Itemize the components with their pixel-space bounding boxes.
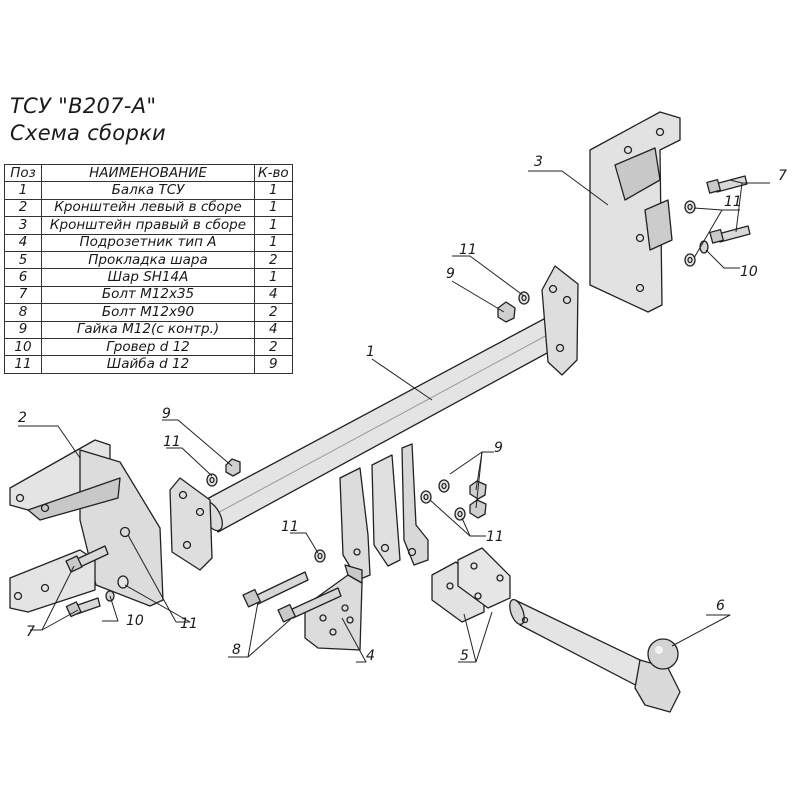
row-qty: 9 [254, 355, 293, 374]
callout-6: 6 [716, 598, 725, 614]
row-name: Шар SH14A [41, 268, 255, 287]
callout-9-left: 9 [162, 406, 171, 422]
drawing-title: ТСУ "В207-А" [10, 94, 157, 118]
row-qty: 2 [254, 250, 293, 270]
header-name: НАИМЕНОВАНИЕ [41, 163, 255, 183]
row-pos: 11 [4, 355, 42, 374]
callout-labels: 1 2 3 4 5 6 7 7 8 9 9 9 10 10 11 11 11 1… [18, 154, 787, 664]
header-pos: Поз [4, 163, 42, 183]
row-name: Болт М12х90 [41, 303, 255, 322]
callout-5: 5 [460, 648, 469, 664]
row-name: Кронштейн левый в сборе [41, 198, 255, 218]
row-name: Шайба d 12 [41, 355, 255, 374]
callout-10-right: 10 [740, 264, 758, 280]
row-name: Прокладка шара [41, 250, 255, 270]
callout-1: 1 [366, 344, 375, 360]
callout-11-right: 11 [486, 529, 504, 545]
callout-4: 4 [366, 648, 375, 664]
callout-8: 8 [232, 642, 241, 658]
callout-10-left: 10 [126, 613, 144, 629]
callout-7-right: 7 [778, 168, 787, 184]
part-ball-spacers [431, 547, 511, 623]
callout-3: 3 [534, 154, 543, 170]
parts-table-header: Поз НАИМЕНОВАНИЕ К-во [4, 163, 293, 183]
callout-11-top: 11 [459, 242, 477, 258]
callout-9-top: 9 [446, 266, 455, 282]
callout-11-left: 11 [163, 434, 181, 450]
bolts [65, 175, 751, 623]
row-name: Гайка М12(с контр.) [41, 320, 255, 339]
leader-lines [18, 170, 770, 663]
callout-7-left: 7 [26, 624, 35, 640]
part-left-bracket [9, 439, 164, 613]
fasteners [105, 200, 709, 602]
row-name: Подрозетник тип А [41, 233, 255, 252]
row-name: Гровер d 12 [41, 337, 255, 357]
callout-2: 2 [18, 410, 27, 426]
part-tow-ball [509, 598, 681, 713]
callout-11-bottom: 11 [180, 616, 198, 632]
drawing-subtitle: Схема сборки [10, 121, 167, 145]
callout-9-right: 9 [494, 440, 503, 456]
row-qty: 2 [254, 337, 293, 357]
callout-11-plate: 11 [281, 519, 299, 535]
part-beam [169, 265, 579, 581]
callout-11-bracket: 11 [724, 194, 742, 210]
part-socket-plate [304, 564, 363, 651]
part-right-bracket [589, 111, 681, 313]
